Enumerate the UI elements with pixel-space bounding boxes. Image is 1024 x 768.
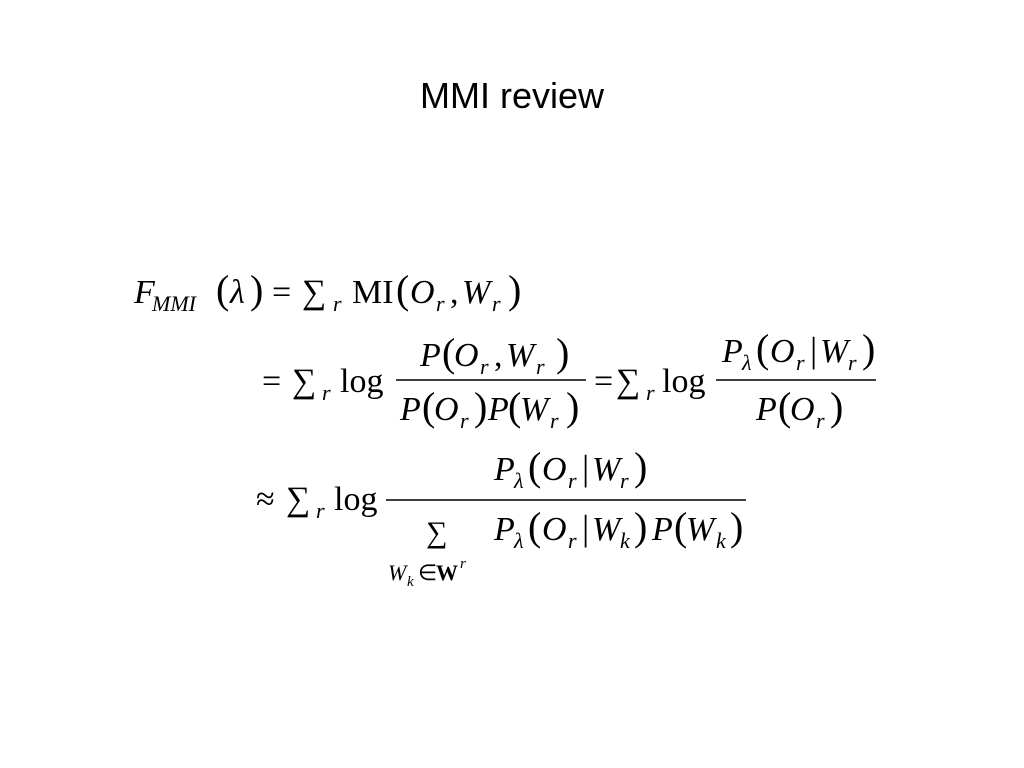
paren-close: ) bbox=[556, 330, 569, 375]
paren-close: ) bbox=[634, 444, 647, 489]
equals-sign: = bbox=[272, 274, 291, 311]
conditional-bar: | bbox=[582, 508, 589, 548]
var-O: O bbox=[434, 391, 459, 428]
var-W: W bbox=[520, 391, 551, 428]
var-O: O bbox=[410, 274, 435, 311]
paren-open: ( bbox=[528, 444, 541, 489]
var-O: O bbox=[770, 333, 795, 370]
var-P: P bbox=[721, 333, 743, 370]
var-W: W bbox=[820, 333, 851, 370]
var-P: P bbox=[399, 391, 421, 428]
equals-sign: = bbox=[594, 363, 613, 400]
paren-open: ( bbox=[422, 384, 435, 429]
var-P: P bbox=[755, 391, 777, 428]
sup-r: r bbox=[460, 556, 466, 572]
func-log: log bbox=[662, 363, 705, 400]
conditional-bar: | bbox=[582, 448, 589, 488]
conditional-bar: | bbox=[810, 330, 817, 370]
paren-open: ( bbox=[442, 330, 455, 375]
sub-r: r bbox=[620, 468, 629, 493]
sum-sign: ∑ bbox=[616, 363, 640, 400]
paren-close: ) bbox=[830, 384, 843, 429]
elem-sign: ∈ bbox=[418, 560, 437, 585]
paren-open: ( bbox=[778, 384, 791, 429]
sum-sign: ∑ bbox=[302, 274, 326, 311]
paren-close: ) bbox=[474, 384, 487, 429]
sub-r: r bbox=[460, 408, 469, 433]
comma: , bbox=[494, 337, 503, 374]
var-O: O bbox=[542, 511, 567, 548]
sub-r: r bbox=[796, 350, 805, 375]
var-P: P bbox=[493, 511, 515, 548]
sub-r: r bbox=[550, 408, 559, 433]
sub-r: r bbox=[568, 528, 577, 553]
sub-k: k bbox=[407, 574, 414, 590]
var-O: O bbox=[454, 337, 479, 374]
var-W: W bbox=[462, 274, 493, 311]
approx-sign: ≈ bbox=[256, 481, 275, 518]
paren-open: ( bbox=[756, 326, 769, 371]
var-W: W bbox=[506, 337, 537, 374]
func-log: log bbox=[334, 481, 377, 518]
paren-close: ) bbox=[862, 326, 875, 371]
var-F: F bbox=[133, 274, 156, 311]
sub-r: r bbox=[816, 408, 825, 433]
equation-line-3: ≈ ∑ r log P λ ( O r | W r ) ∑ W k ∈ W r … bbox=[256, 444, 746, 590]
set-W-bold: W bbox=[436, 560, 458, 585]
var-W: W bbox=[592, 451, 623, 488]
sub-r: r bbox=[333, 291, 342, 316]
sum-sign: ∑ bbox=[426, 516, 447, 549]
paren-open: ( bbox=[528, 504, 541, 549]
equation-line-2: = ∑ r log P ( O r , W r ) P ( O r ) P ( … bbox=[262, 326, 876, 433]
var-O: O bbox=[790, 391, 815, 428]
sum-sign: ∑ bbox=[292, 363, 316, 400]
sum-sign: ∑ bbox=[286, 481, 310, 518]
sub-lambda: λ bbox=[513, 468, 524, 493]
slide-title: MMI review bbox=[419, 75, 604, 116]
paren-open: ( bbox=[508, 384, 521, 429]
paren-close: ) bbox=[634, 504, 647, 549]
var-W: W bbox=[686, 511, 717, 548]
paren-open: ( bbox=[396, 267, 409, 312]
sub-r: r bbox=[322, 380, 331, 405]
var-O: O bbox=[542, 451, 567, 488]
sub-mmi: MMI bbox=[151, 291, 198, 316]
sub-r: r bbox=[568, 468, 577, 493]
paren-close: ) bbox=[508, 267, 521, 312]
sub-r: r bbox=[316, 498, 325, 523]
sub-r: r bbox=[480, 354, 489, 379]
sub-r: r bbox=[848, 350, 857, 375]
func-log: log bbox=[340, 363, 383, 400]
var-P: P bbox=[493, 451, 515, 488]
var-lambda: λ bbox=[229, 274, 245, 311]
var-W: W bbox=[592, 511, 623, 548]
comma: , bbox=[450, 274, 459, 311]
var-P: P bbox=[487, 391, 509, 428]
sub-r: r bbox=[436, 291, 445, 316]
equation-line-1: F MMI ( λ ) = ∑ r MI ( O r , W r ) bbox=[133, 267, 521, 316]
paren-close: ) bbox=[566, 384, 579, 429]
sub-r: r bbox=[536, 354, 545, 379]
var-P: P bbox=[419, 337, 441, 374]
sub-r: r bbox=[646, 380, 655, 405]
var-W: W bbox=[388, 560, 408, 585]
equals-sign: = bbox=[262, 363, 281, 400]
sub-k: k bbox=[620, 528, 631, 553]
paren-open: ( bbox=[674, 504, 687, 549]
paren-open: ( bbox=[216, 267, 229, 312]
paren-close: ) bbox=[730, 504, 743, 549]
func-mi: MI bbox=[352, 274, 394, 311]
paren-close: ) bbox=[250, 267, 263, 312]
sub-lambda: λ bbox=[513, 528, 524, 553]
sub-r: r bbox=[492, 291, 501, 316]
sub-k: k bbox=[716, 528, 727, 553]
sub-lambda: λ bbox=[741, 350, 752, 375]
var-P: P bbox=[651, 511, 673, 548]
